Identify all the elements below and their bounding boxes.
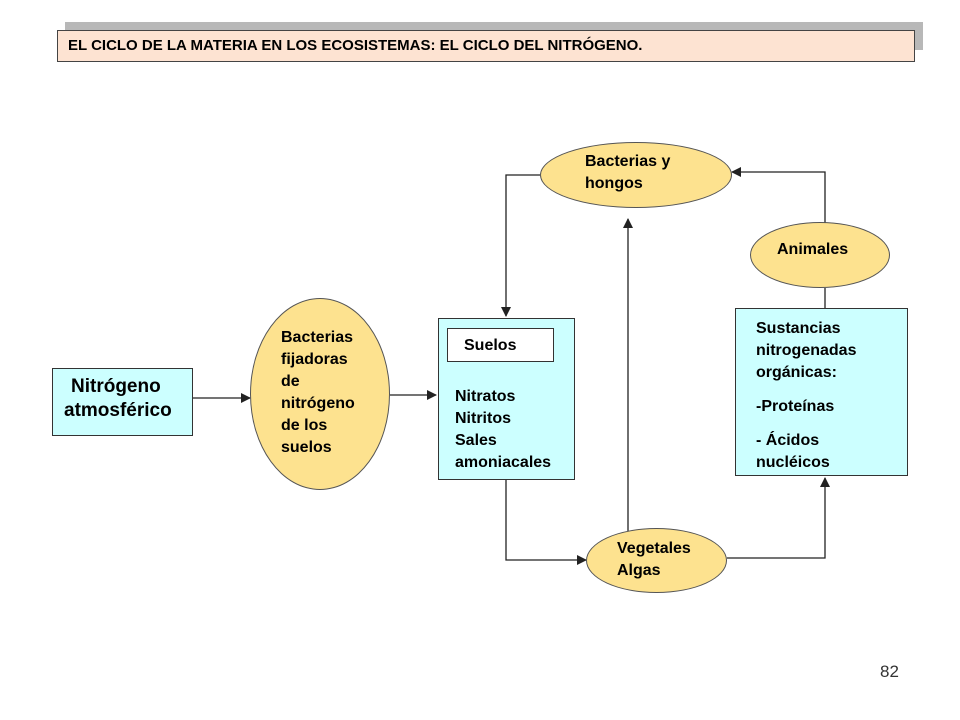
page-number: 82 (880, 662, 899, 681)
arrow-vegetales-to-sustancias (727, 477, 830, 559)
vegetales-algas-ellipse: Vegetales Algas (586, 528, 727, 593)
fijadoras-line4: nitrógeno (281, 395, 355, 412)
arrow-animales-to-bacterias (731, 167, 826, 224)
sustancias-line6: nucléicos (756, 454, 830, 471)
nitrogeno-atmosferico-box: Nitrógeno atmosférico (52, 368, 193, 436)
vegetales-line2: Algas (617, 562, 661, 579)
suelos-line2: Nitritos (455, 410, 511, 427)
animales-ellipse: Animales (750, 222, 890, 288)
suelos-label-box: Suelos (447, 328, 554, 362)
vegetales-line1: Vegetales (617, 540, 691, 557)
nitrogeno-line1: Nitrógeno (71, 376, 161, 397)
page-title: EL CICLO DE LA MATERIA EN LOS ECOSISTEMA… (57, 30, 915, 62)
arrow-bacterias-to-suelos (501, 174, 540, 317)
sustancias-line3: orgánicas: (756, 364, 837, 381)
arrow-suelos-to-vegetales (505, 480, 587, 565)
fijadoras-line1: Bacterias (281, 329, 354, 346)
sustancias-line2: nitrogenadas (756, 342, 857, 359)
bacterias-hongos-ellipse: Bacterias y hongos (540, 142, 732, 208)
fijadoras-line5: de los (281, 417, 328, 434)
suelos-label: Suelos (464, 337, 517, 354)
suelos-box: Suelos Nitratos Nitritos Sales amoniacal… (438, 318, 575, 480)
fijadoras-line3: de (281, 373, 300, 390)
fijadoras-line2: fijadoras (281, 351, 348, 368)
bacterias-hongos-line1: Bacterias y (585, 153, 671, 170)
fijadoras-line6: suelos (281, 439, 332, 456)
sustancias-line4: -Proteínas (756, 398, 835, 415)
sustancias-line5: - Ácidos (756, 432, 820, 449)
nitrogeno-line2: atmosférico (64, 400, 172, 421)
sustancias-box: Sustancias nitrogenadas orgánicas: -Prot… (735, 308, 908, 476)
sustancias-line1: Sustancias (756, 320, 841, 337)
suelos-line3: Sales (455, 432, 497, 449)
bacterias-hongos-line2: hongos (585, 175, 643, 192)
suelos-line1: Nitratos (455, 388, 516, 405)
suelos-line4: amoniacales (455, 454, 552, 471)
animales-label: Animales (777, 241, 849, 258)
bacterias-fijadoras-ellipse: Bacterias fijadoras de nitrógeno de los … (250, 298, 390, 490)
